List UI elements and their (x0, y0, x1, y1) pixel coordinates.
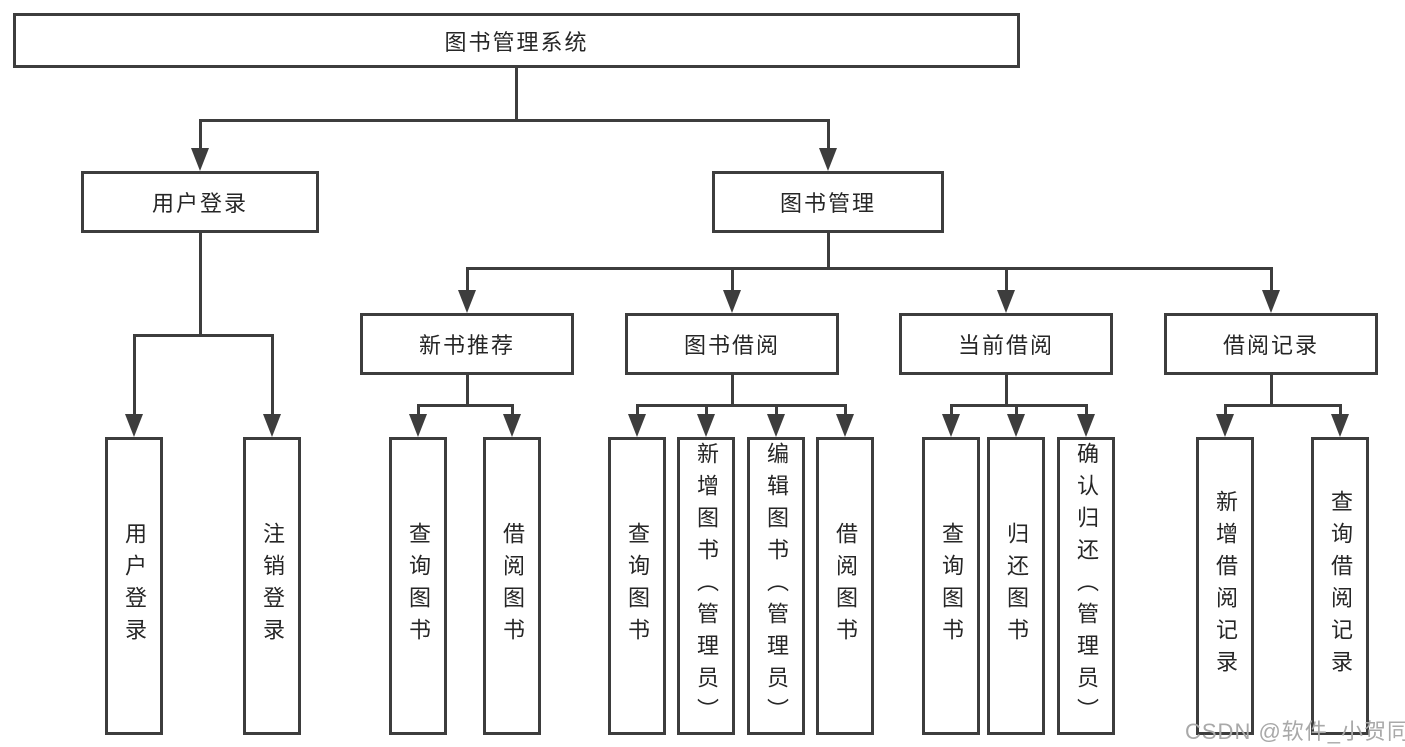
connector-stub-line (465, 375, 469, 407)
connector-drop-line (1014, 405, 1018, 416)
connector-stub-line (514, 68, 518, 122)
connector-stub-line (826, 233, 830, 270)
leaf-query-borrow-record: 查询借阅记录 (1311, 437, 1369, 735)
watermark: CSDN @软件_小贺同学 (1185, 719, 1405, 744)
connector-stub-line (198, 233, 202, 337)
arrowhead-down-icon (1077, 414, 1095, 437)
leaf-user-login: 用户登录 (105, 437, 163, 735)
arrowhead-down-icon (1007, 414, 1025, 437)
leaf-query-books-current: 查询图书 (922, 437, 980, 735)
leaf-label: 查询图书 (625, 522, 650, 650)
leaf-label: 查询借阅记录 (1328, 490, 1353, 682)
connector-drop-line (704, 405, 708, 416)
connector-drop-line (1269, 268, 1273, 292)
connector-drop-line (416, 405, 420, 416)
leaf-label: 查询图书 (406, 522, 431, 650)
leaf-label: 用户登录 (122, 522, 147, 650)
leaf-query-books-borrowing: 查询图书 (608, 437, 666, 735)
arrowhead-down-icon (503, 414, 521, 437)
leaf-edit-book-admin: 编辑图书（管理员） (747, 437, 805, 735)
connector-stub-line (1004, 375, 1008, 407)
arrowhead-down-icon (1331, 414, 1349, 437)
arrowhead-down-icon (263, 414, 281, 437)
connector-drop-line (1338, 405, 1342, 416)
arrowhead-down-icon (1216, 414, 1234, 437)
arrowhead-down-icon (191, 148, 209, 171)
connector-stub-line (1269, 375, 1273, 407)
node-book-borrowing: 图书借阅 (625, 313, 839, 375)
connector-rail-line (198, 118, 830, 122)
leaf-label: 确认归还（管理员） (1074, 442, 1099, 730)
connector-drop-line (826, 120, 830, 150)
arrowhead-down-icon (458, 290, 476, 313)
leaf-borrow-books-recommend: 借阅图书 (483, 437, 541, 735)
arrowhead-down-icon (997, 290, 1015, 313)
connector-drop-line (1084, 405, 1088, 416)
leaf-borrow-books-borrowing: 借阅图书 (816, 437, 874, 735)
connector-rail-line (1223, 403, 1342, 407)
connector-rail-line (949, 403, 1088, 407)
arrowhead-down-icon (125, 414, 143, 437)
connector-drop-line (949, 405, 953, 416)
leaf-label: 新增图书（管理员） (694, 442, 719, 730)
leaf-label: 注销登录 (260, 522, 285, 650)
arrowhead-down-icon (942, 414, 960, 437)
arrowhead-down-icon (723, 290, 741, 313)
leaf-add-book-admin: 新增图书（管理员） (677, 437, 735, 735)
arrowhead-down-icon (819, 148, 837, 171)
connector-stub-line (730, 375, 734, 407)
arrowhead-down-icon (697, 414, 715, 437)
connector-rail-line (132, 333, 274, 337)
connector-drop-line (843, 405, 847, 416)
leaf-label: 新增借阅记录 (1213, 490, 1238, 682)
leaf-add-borrow-record: 新增借阅记录 (1196, 437, 1254, 735)
node-user-login: 用户登录 (81, 171, 319, 233)
leaf-label: 借阅图书 (500, 522, 525, 650)
leaf-logout: 注销登录 (243, 437, 301, 735)
connector-drop-line (1223, 405, 1227, 416)
connector-drop-line (730, 268, 734, 292)
node-root: 图书管理系统 (13, 13, 1020, 68)
arrowhead-down-icon (409, 414, 427, 437)
arrowhead-down-icon (836, 414, 854, 437)
connector-rail-line (416, 403, 514, 407)
connector-rail-line (635, 403, 847, 407)
connector-rail-line (465, 266, 1273, 270)
arrowhead-down-icon (628, 414, 646, 437)
node-borrowing-records: 借阅记录 (1164, 313, 1378, 375)
connector-drop-line (465, 268, 469, 292)
leaf-label: 查询图书 (939, 522, 964, 650)
node-current-borrowing: 当前借阅 (899, 313, 1113, 375)
leaf-label: 编辑图书（管理员） (764, 442, 789, 730)
leaf-query-books-recommend: 查询图书 (389, 437, 447, 735)
connector-drop-line (635, 405, 639, 416)
connector-drop-line (132, 335, 136, 416)
node-new-book-recommendation: 新书推荐 (360, 313, 574, 375)
leaf-confirm-return-admin: 确认归还（管理员） (1057, 437, 1115, 735)
connector-drop-line (198, 120, 202, 150)
arrowhead-down-icon (767, 414, 785, 437)
node-book-management: 图书管理 (712, 171, 944, 233)
leaf-return-book: 归还图书 (987, 437, 1045, 735)
connector-drop-line (510, 405, 514, 416)
leaf-label: 归还图书 (1004, 522, 1029, 650)
leaf-label: 借阅图书 (833, 522, 858, 650)
connector-drop-line (270, 335, 274, 416)
arrowhead-down-icon (1262, 290, 1280, 313)
connector-drop-line (1004, 268, 1008, 292)
connector-drop-line (774, 405, 778, 416)
